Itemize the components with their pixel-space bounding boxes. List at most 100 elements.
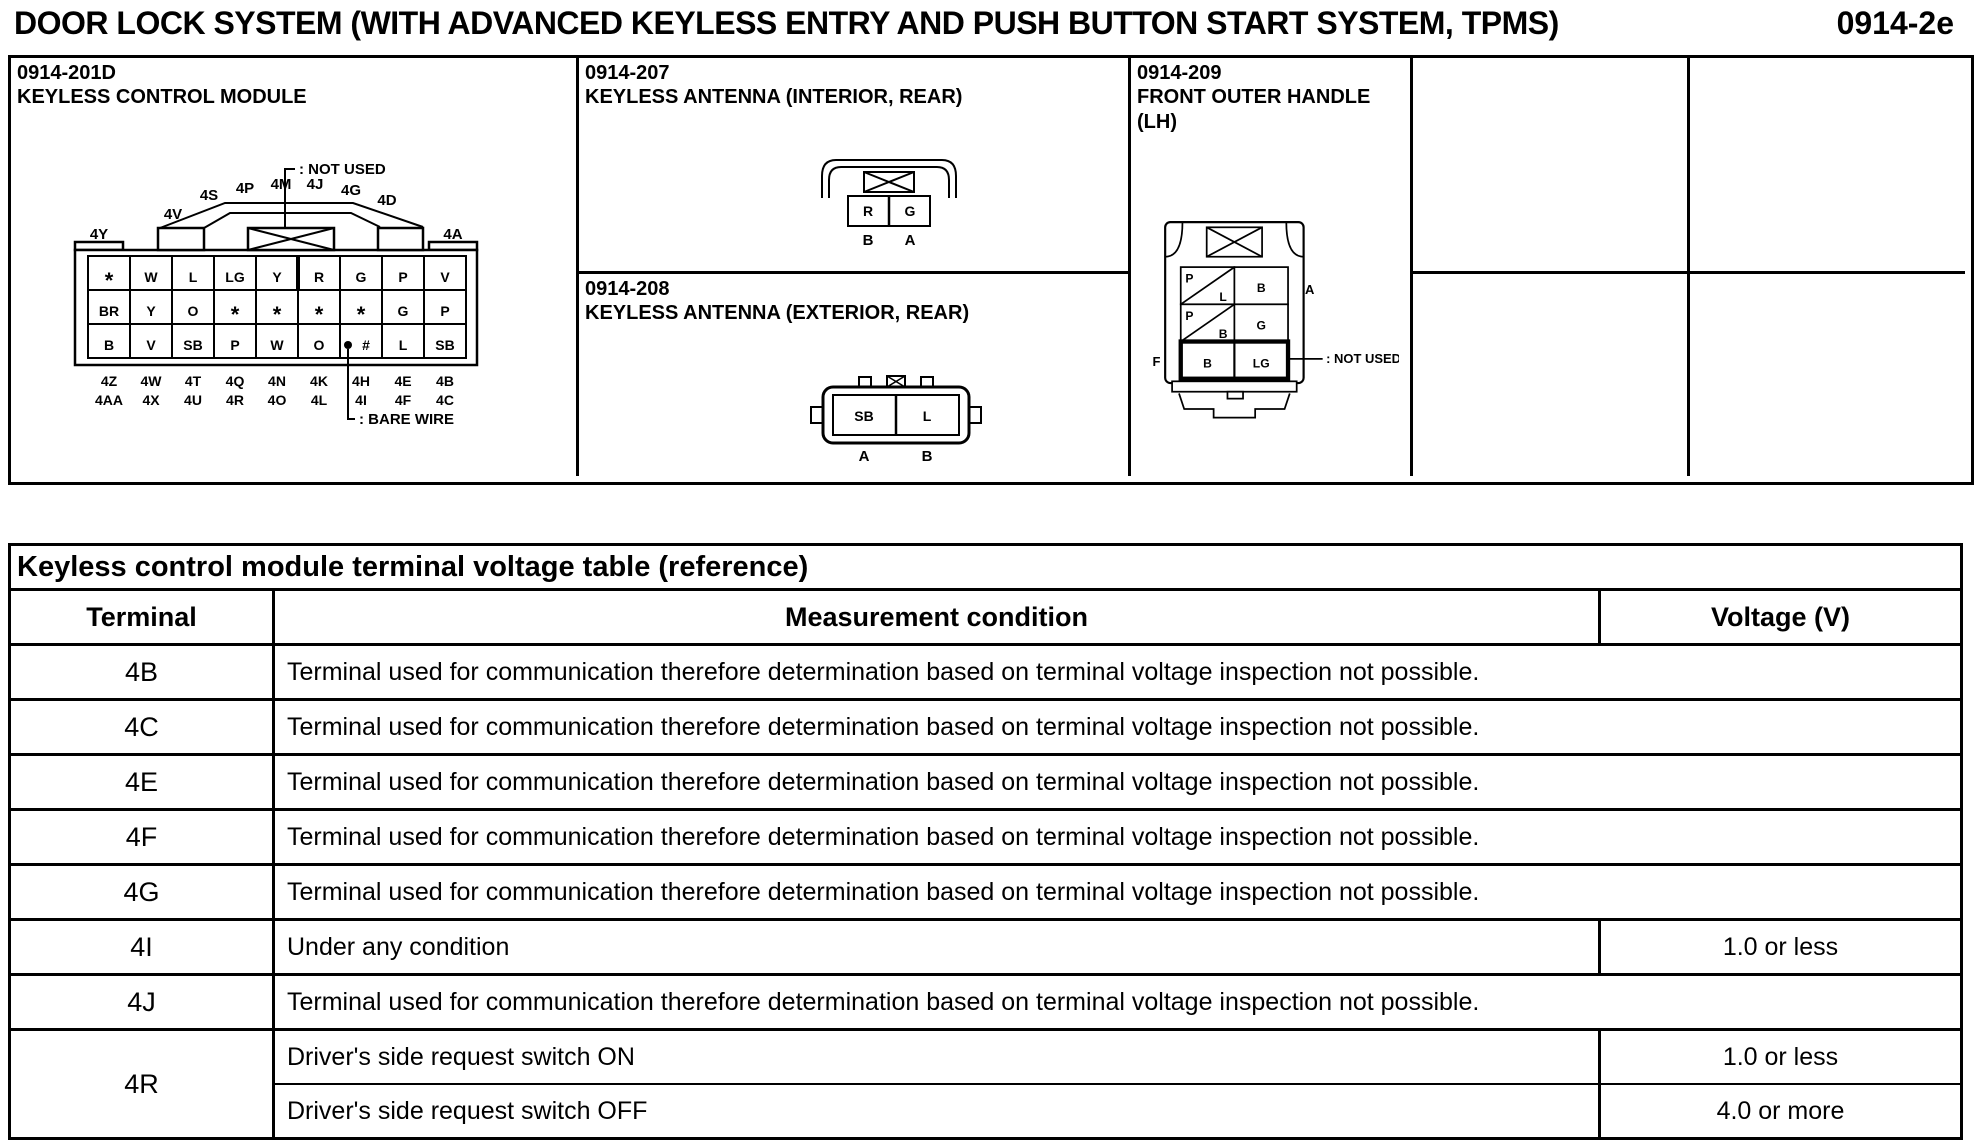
- condition-cell: Terminal used for communication therefor…: [272, 808, 1963, 866]
- pos-label: 4J: [307, 176, 324, 193]
- connector-code: 0914-209: [1137, 62, 1222, 84]
- connector-name: FRONT OUTER HANDLE: [1137, 86, 1371, 109]
- pin-wire-color: W: [144, 269, 158, 285]
- empty-cell: [1687, 58, 1965, 274]
- table-row: 4R Driver's side request switch ON 1.0 o…: [8, 1028, 1964, 1140]
- table-row: 4J Terminal used for communication there…: [8, 973, 1963, 1031]
- voltage-cell: 4.0 or more: [1597, 1083, 1964, 1140]
- diagonal-divider: [1180, 303, 1235, 343]
- voltage-cell: 1.0 or less: [1597, 918, 1964, 976]
- pin-wire-color: B: [1203, 356, 1212, 370]
- pos-label: 4C: [436, 392, 454, 408]
- pin-wire-color: R: [863, 203, 873, 219]
- base-plate: [1171, 380, 1298, 393]
- not-used-key-icon: [863, 171, 915, 193]
- keyless-control-module-connector-diagram: : NOT USED 4Y 4V 4S 4P 4M 4J: [73, 161, 479, 428]
- empty-cell: [1410, 58, 1687, 274]
- connector-code: 0914-201D: [17, 62, 116, 84]
- pos-label: 4U: [184, 392, 202, 408]
- pin-grid: P L B P B G B LG: [1178, 266, 1291, 381]
- table-header-row: Terminal Measurement condition Voltage (…: [8, 588, 1964, 646]
- bare-wire-leader-line: [347, 349, 355, 420]
- pin-wire-color: *: [231, 302, 240, 327]
- pin-wire-color: *: [105, 268, 114, 293]
- connector-label: 0914-201D KEYLESS CONTROL MODULE: [11, 58, 576, 113]
- table-row: 4C Terminal used for communication there…: [8, 698, 1963, 756]
- pos-label: 4D: [377, 192, 396, 209]
- condition-cell: Driver's side request switch ON: [272, 1028, 1601, 1085]
- pin-wire-color: P: [1185, 309, 1193, 323]
- label-leader-outer: [159, 202, 424, 229]
- connector-panel: 0914-201D KEYLESS CONTROL MODULE : NOT U…: [8, 55, 1974, 485]
- pin-wire-color: V: [440, 269, 450, 285]
- pos-label: 4O: [268, 392, 287, 408]
- side-tab-left: [810, 406, 824, 424]
- connector-name-2: (LH): [1137, 110, 1177, 133]
- connector-code: 0914-207: [585, 62, 670, 84]
- pos-label: 4X: [142, 392, 160, 408]
- page-title: DOOR LOCK SYSTEM (WITH ADVANCED KEYLESS …: [14, 5, 1559, 41]
- pos-label: 4H: [352, 373, 370, 389]
- pin-wire-color: G: [398, 303, 409, 319]
- condition-cell: Terminal used for communication therefor…: [272, 698, 1963, 756]
- pin-wire-color: L: [923, 408, 932, 424]
- connector-name: KEYLESS ANTENNA (INTERIOR, REAR): [585, 86, 963, 109]
- not-used-key-icon: [246, 226, 336, 252]
- not-used-legend: : NOT USED: [1326, 351, 1399, 366]
- not-used-leader-line: [284, 168, 295, 228]
- col-header-terminal: Terminal: [8, 588, 275, 646]
- not-used-key-icon: [1205, 226, 1263, 258]
- pin-wire-color: O: [314, 337, 325, 353]
- table-row: 4I Under any condition 1.0 or less: [8, 918, 1964, 976]
- connector-label: 0914-209 FRONT OUTER HANDLE (LH): [1131, 58, 1410, 137]
- table-row: 4F Terminal used for communication there…: [8, 808, 1963, 866]
- condition-cell: Terminal used for communication therefor…: [272, 973, 1963, 1031]
- pin-wire-color: SB: [183, 337, 202, 353]
- cell-keyless-control-module: 0914-201D KEYLESS CONTROL MODULE : NOT U…: [11, 58, 576, 476]
- diagonal-divider: [1180, 266, 1235, 306]
- pos-label: 4R: [226, 392, 244, 408]
- pos-label: 4N: [268, 373, 286, 389]
- pos-label: 4B: [436, 373, 454, 389]
- pos-label: 4I: [355, 392, 367, 408]
- pos-label: 4F: [395, 392, 412, 408]
- table-row: Driver's side request switch OFF 4.0 or …: [10, 1083, 1964, 1140]
- pos-label: 4K: [310, 373, 328, 389]
- pin-wire-color: P: [1185, 272, 1193, 286]
- terminal-cell: 4I: [8, 918, 275, 976]
- terminal-cell: 4G: [8, 863, 275, 921]
- pin-wire-color: *: [357, 302, 366, 327]
- pos-label: 4E: [394, 373, 411, 389]
- pin-wire-color: SB: [435, 337, 454, 353]
- pin-wire-color: BR: [99, 303, 119, 319]
- pos-label: 4T: [185, 373, 202, 389]
- col-header-condition: Measurement condition: [272, 588, 1601, 646]
- not-used-key-icon: [886, 375, 906, 388]
- header: DOOR LOCK SYSTEM (WITH ADVANCED KEYLESS …: [0, 0, 1980, 52]
- pin-wire-color: L: [189, 269, 198, 285]
- empty-cell: [1410, 274, 1687, 476]
- shell-bump-right: [376, 226, 425, 252]
- pin-wire-color: P: [230, 337, 239, 353]
- pos-label: 4Z: [101, 373, 118, 389]
- pin-wire-color: LG: [225, 269, 245, 285]
- keyless-antenna-exterior-connector-diagram: SB L A B: [810, 375, 982, 464]
- pos-label: B: [922, 448, 933, 464]
- corner-notch-left: [1165, 222, 1184, 258]
- not-used-legend: : NOT USED: [299, 161, 386, 178]
- pos-label: 4L: [311, 392, 328, 408]
- terminal-position-labels-bottom: 4Z 4W 4T 4Q 4N 4K 4H 4E 4B 4AA 4X 4U 4R …: [95, 373, 454, 408]
- terminal-cell: 4J: [8, 973, 275, 1031]
- pin-wire-color: L: [399, 337, 408, 353]
- terminal-position-labels-top: 4Y 4V 4S 4P 4M 4J 4G 4D 4A: [90, 176, 463, 243]
- pin-wire-color: Y: [272, 269, 282, 285]
- cell-keyless-antenna-exterior: 0914-208 KEYLESS ANTENNA (EXTERIOR, REAR…: [576, 274, 1128, 476]
- condition-cell: Under any condition: [272, 918, 1601, 976]
- cell-front-outer-handle: 0914-209 FRONT OUTER HANDLE (LH) P L: [1128, 58, 1410, 476]
- pin-wire-color: L: [1219, 290, 1227, 304]
- connector-label: 0914-207 KEYLESS ANTENNA (INTERIOR, REAR…: [579, 58, 1128, 113]
- base-tab: [1226, 390, 1244, 400]
- cell-keyless-antenna-interior: 0914-207 KEYLESS ANTENNA (INTERIOR, REAR…: [576, 58, 1128, 274]
- pin-wire-color: W: [270, 337, 284, 353]
